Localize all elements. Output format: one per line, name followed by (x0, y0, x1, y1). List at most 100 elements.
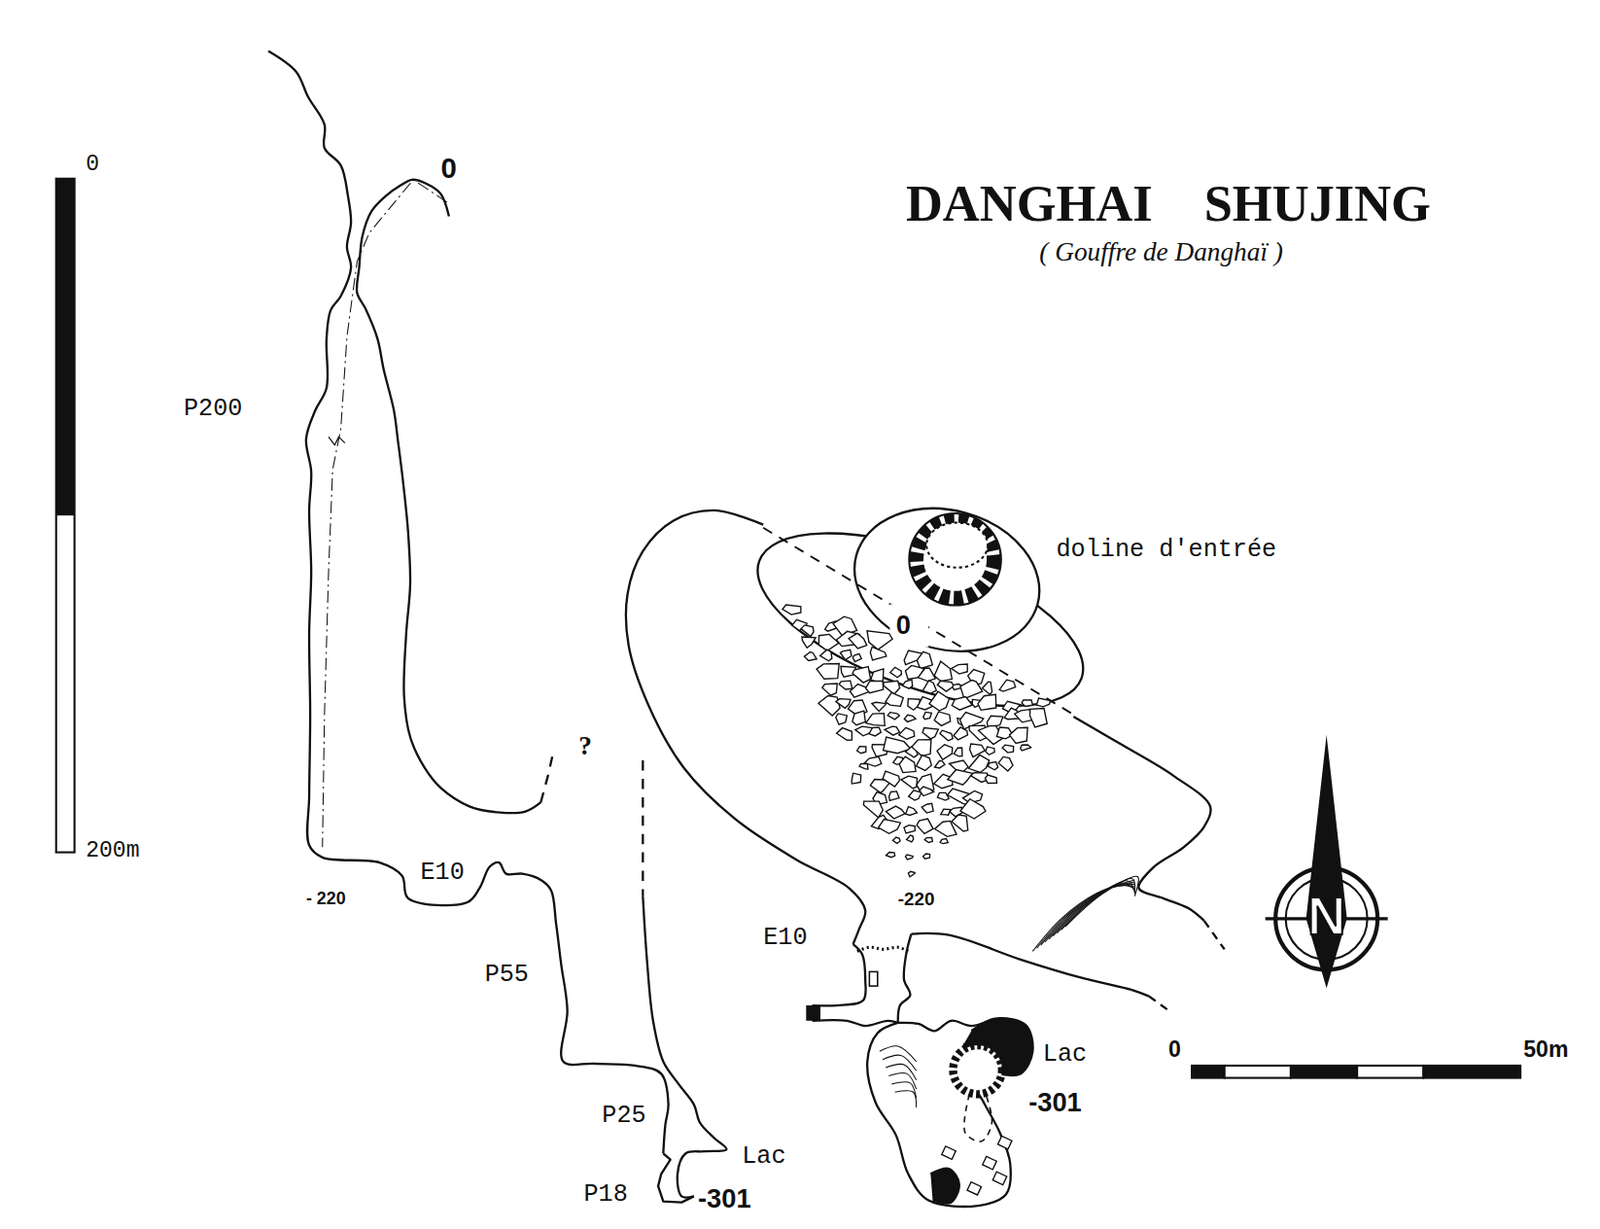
block (1002, 744, 1014, 753)
depth-label: 0 (896, 610, 911, 640)
block (863, 800, 883, 818)
block (869, 646, 887, 661)
slope-hatch (1037, 881, 1136, 948)
scale-bar (1191, 1065, 1521, 1079)
block (871, 701, 887, 711)
block (937, 744, 953, 760)
block (916, 818, 934, 834)
block (866, 680, 884, 693)
scale-value: 200m (85, 838, 140, 864)
slope-hatch (895, 1090, 917, 1108)
depth-label: -220 (898, 889, 936, 910)
cave-wall (910, 933, 1149, 997)
block (901, 775, 918, 789)
block (984, 774, 997, 784)
block (916, 651, 933, 668)
depth-label: 0 (440, 152, 456, 184)
slope-hatch (1041, 883, 1136, 945)
block (803, 652, 817, 661)
depth-label: -301 (697, 1183, 752, 1214)
block (905, 806, 918, 816)
north-arrow (1265, 734, 1389, 988)
block (922, 727, 939, 738)
slope-hatch (1044, 885, 1135, 942)
slope-hatch (888, 1073, 916, 1089)
scale-value: 0 (1168, 1037, 1182, 1062)
lake (930, 1168, 959, 1204)
label-patch (889, 604, 929, 648)
block (951, 814, 969, 832)
passage-end (805, 1005, 821, 1021)
cave-wall (812, 943, 867, 1006)
block (951, 663, 968, 674)
block (818, 695, 840, 715)
block (885, 692, 904, 706)
block (848, 632, 868, 649)
slope-hatch (891, 1081, 916, 1099)
block (953, 727, 968, 740)
block (852, 710, 866, 726)
cave-wall (641, 760, 644, 897)
block (916, 755, 933, 771)
pitch-label: P200 (183, 395, 243, 423)
block (967, 1182, 981, 1195)
block (865, 756, 882, 766)
scale-bar (56, 178, 75, 853)
block (1030, 708, 1048, 728)
scale-value: 50m (1523, 1037, 1568, 1062)
pit-symbol (916, 520, 995, 598)
wall-detail (328, 436, 346, 445)
block (934, 711, 950, 726)
subtitle: ( Gouffre de Danghaï ) (1039, 237, 1284, 267)
doline-outline (837, 487, 1056, 671)
cave-wall (1204, 920, 1225, 949)
block (892, 836, 901, 843)
slope-hatch (1052, 882, 1135, 937)
slope-hatch (1032, 879, 1135, 951)
block (885, 805, 905, 819)
block (835, 698, 851, 709)
block (838, 680, 853, 690)
block (852, 666, 871, 683)
block (904, 825, 915, 834)
cave-wall (268, 51, 669, 1154)
block (904, 714, 916, 722)
slope-hatch (879, 1045, 917, 1062)
feature-label: doline d'entrée (1055, 536, 1277, 564)
block (801, 636, 816, 648)
pitch-label: P25 (601, 1102, 646, 1130)
scale-bar-segment (56, 178, 75, 516)
block (911, 739, 932, 757)
scale-bar-segment (1356, 1065, 1424, 1079)
cave-wall (540, 753, 554, 802)
block (934, 660, 952, 681)
block (820, 649, 833, 661)
block (857, 746, 867, 754)
block (951, 696, 973, 711)
block (885, 851, 895, 857)
block-field (782, 604, 1051, 877)
block (947, 769, 974, 786)
block (816, 663, 839, 680)
block (977, 694, 997, 710)
scale-value: 0 (85, 152, 100, 177)
block (866, 713, 886, 727)
slope-hatch (1048, 884, 1135, 940)
block (887, 712, 900, 720)
slope-hatch (1061, 878, 1136, 931)
block (869, 727, 881, 736)
slope-hatch (885, 1063, 916, 1079)
block (1020, 744, 1032, 751)
block (935, 760, 945, 768)
block (999, 679, 1016, 692)
block (968, 754, 989, 772)
block (992, 1171, 1007, 1184)
block (899, 756, 916, 772)
block (907, 870, 915, 876)
cave-wall (1148, 996, 1172, 1013)
pitch-label: E10 (763, 924, 807, 952)
block (1036, 697, 1050, 707)
block (988, 762, 999, 770)
north-letter: N (1307, 887, 1346, 946)
block (1008, 727, 1028, 743)
